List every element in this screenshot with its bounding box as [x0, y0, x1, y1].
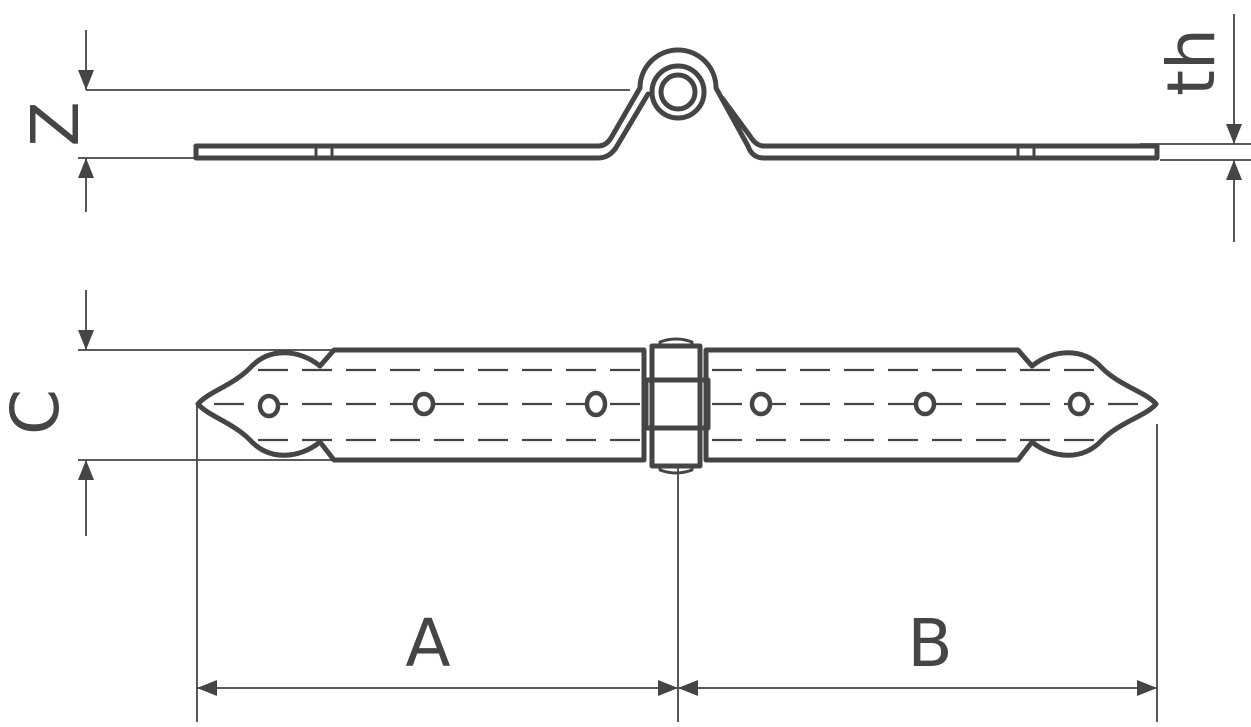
screw-hole-left-2	[412, 391, 436, 417]
side-pin-outer	[649, 63, 707, 121]
screw-hole-right-3	[1067, 391, 1091, 417]
top-right-leaf	[703, 347, 1159, 463]
th-arrow-bottom	[1226, 160, 1242, 180]
dimension-z: Z	[17, 30, 630, 212]
th-label: th	[1153, 28, 1230, 96]
dimension-th: th	[1140, 14, 1251, 242]
screw-holes	[257, 390, 1091, 419]
b-label: B	[907, 605, 952, 682]
b-arrow-left	[678, 680, 698, 696]
side-pin-inner	[658, 72, 698, 112]
dimension-a-b: A B	[196, 404, 1158, 722]
dimension-c: C	[0, 290, 334, 536]
b-arrow-right	[1137, 680, 1157, 696]
a-arrow-left	[197, 680, 217, 696]
screw-hole-left-1	[257, 393, 281, 419]
side-view	[193, 47, 1160, 161]
side-left-leaf	[193, 85, 651, 161]
top-knuckle-cap-top	[658, 337, 694, 348]
screw-hole-right-2	[913, 391, 937, 417]
c-arrow-bottom	[78, 460, 94, 480]
c-arrow-top	[78, 330, 94, 350]
top-left-leaf	[195, 347, 647, 463]
z-arrow-bottom	[78, 158, 94, 178]
a-label: A	[405, 605, 450, 682]
top-knuckle-cap-bottom	[658, 464, 694, 475]
th-arrow-top	[1226, 124, 1242, 144]
screw-hole-right-1	[749, 391, 773, 417]
top-view	[195, 337, 1159, 475]
side-knuckle	[637, 47, 1160, 161]
screw-hole-left-3	[584, 390, 608, 418]
z-arrow-top	[78, 70, 94, 90]
dashed-hidden-lines	[214, 368, 1140, 442]
top-knuckle-center	[643, 377, 711, 431]
top-knuckle-barrel	[649, 343, 703, 469]
c-label: C	[0, 389, 74, 435]
a-arrow-right	[658, 680, 678, 696]
z-label: Z	[17, 101, 94, 146]
